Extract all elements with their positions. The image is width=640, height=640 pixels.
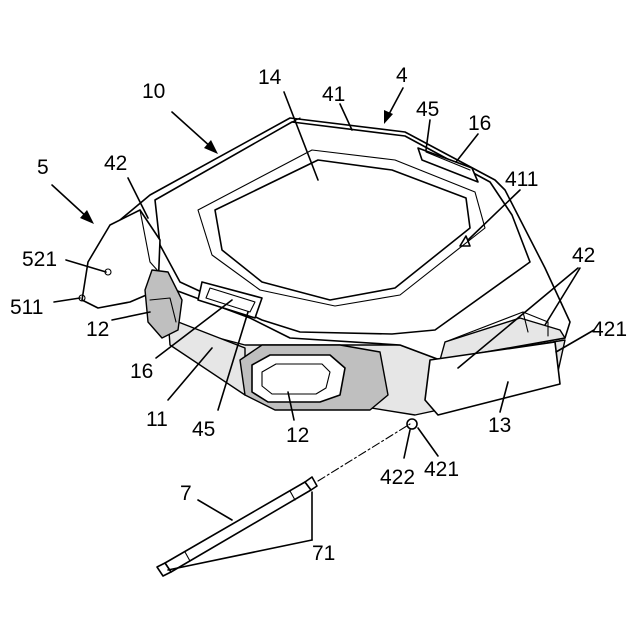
label-45-top: 45 bbox=[416, 98, 439, 121]
label-11: 11 bbox=[146, 408, 168, 431]
label-71: 71 bbox=[312, 542, 335, 565]
label-42-right: 42 bbox=[572, 244, 595, 267]
label-10: 10 bbox=[142, 80, 165, 103]
label-16-top: 16 bbox=[468, 112, 491, 135]
label-521: 521 bbox=[22, 248, 57, 271]
label-421-right: 421 bbox=[592, 318, 627, 341]
label-42-left: 42 bbox=[104, 152, 127, 175]
label-14: 14 bbox=[258, 66, 282, 89]
lug-11 bbox=[168, 318, 245, 395]
label-411: 411 bbox=[505, 168, 538, 191]
label-7: 7 bbox=[180, 482, 192, 505]
label-422: 422 bbox=[380, 466, 415, 489]
label-12-left: 12 bbox=[86, 318, 109, 341]
pin-hole-422 bbox=[407, 419, 417, 429]
label-41: 41 bbox=[322, 83, 345, 106]
label-511: 511 bbox=[10, 296, 43, 319]
label-16-left: 16 bbox=[130, 360, 153, 383]
label-45-bottom: 45 bbox=[192, 418, 215, 441]
label-12-bottom: 12 bbox=[286, 424, 309, 447]
label-421-bottom: 421 bbox=[424, 458, 459, 481]
label-13: 13 bbox=[488, 414, 511, 437]
label-4: 4 bbox=[396, 64, 408, 87]
label-5: 5 bbox=[37, 156, 49, 179]
